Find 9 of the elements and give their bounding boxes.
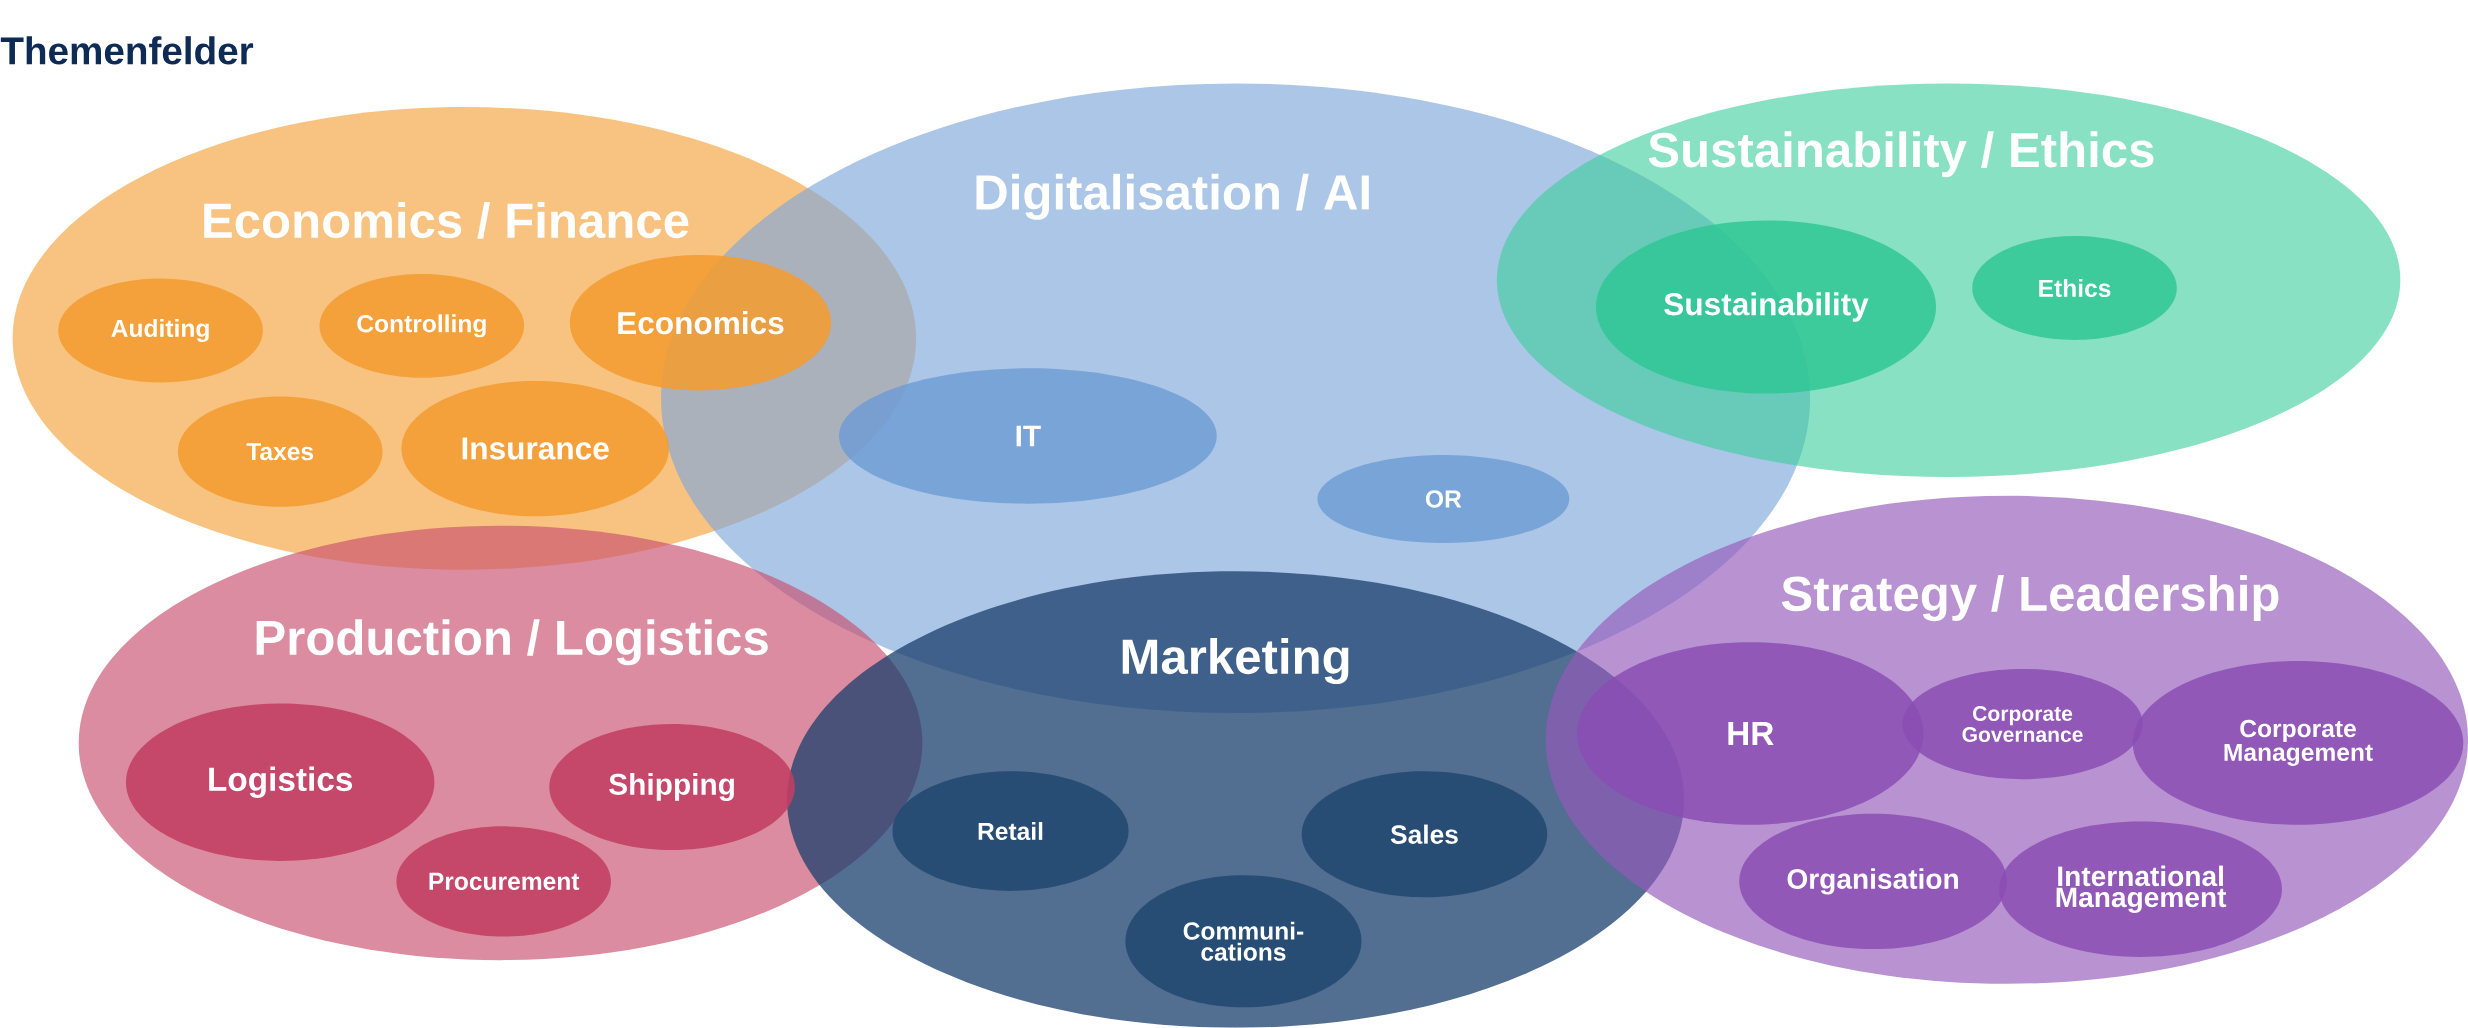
- topic-heading: Marketing: [1122, 638, 1349, 685]
- topic-heading: Economics / Finance: [204, 202, 689, 239]
- topic-heading: Strategy / Leadership: [1781, 575, 2279, 622]
- topic-heading: Production / Logistics: [256, 619, 768, 666]
- page-title: Themenfelder: [0, 36, 254, 65]
- topic-heading: Digitalisation / AI: [976, 173, 1369, 220]
- topic-heading: Sustainability / Ethics: [1648, 131, 2154, 178]
- topic-ellipse: [1545, 495, 2468, 984]
- topic-ellipse: [1496, 83, 2401, 477]
